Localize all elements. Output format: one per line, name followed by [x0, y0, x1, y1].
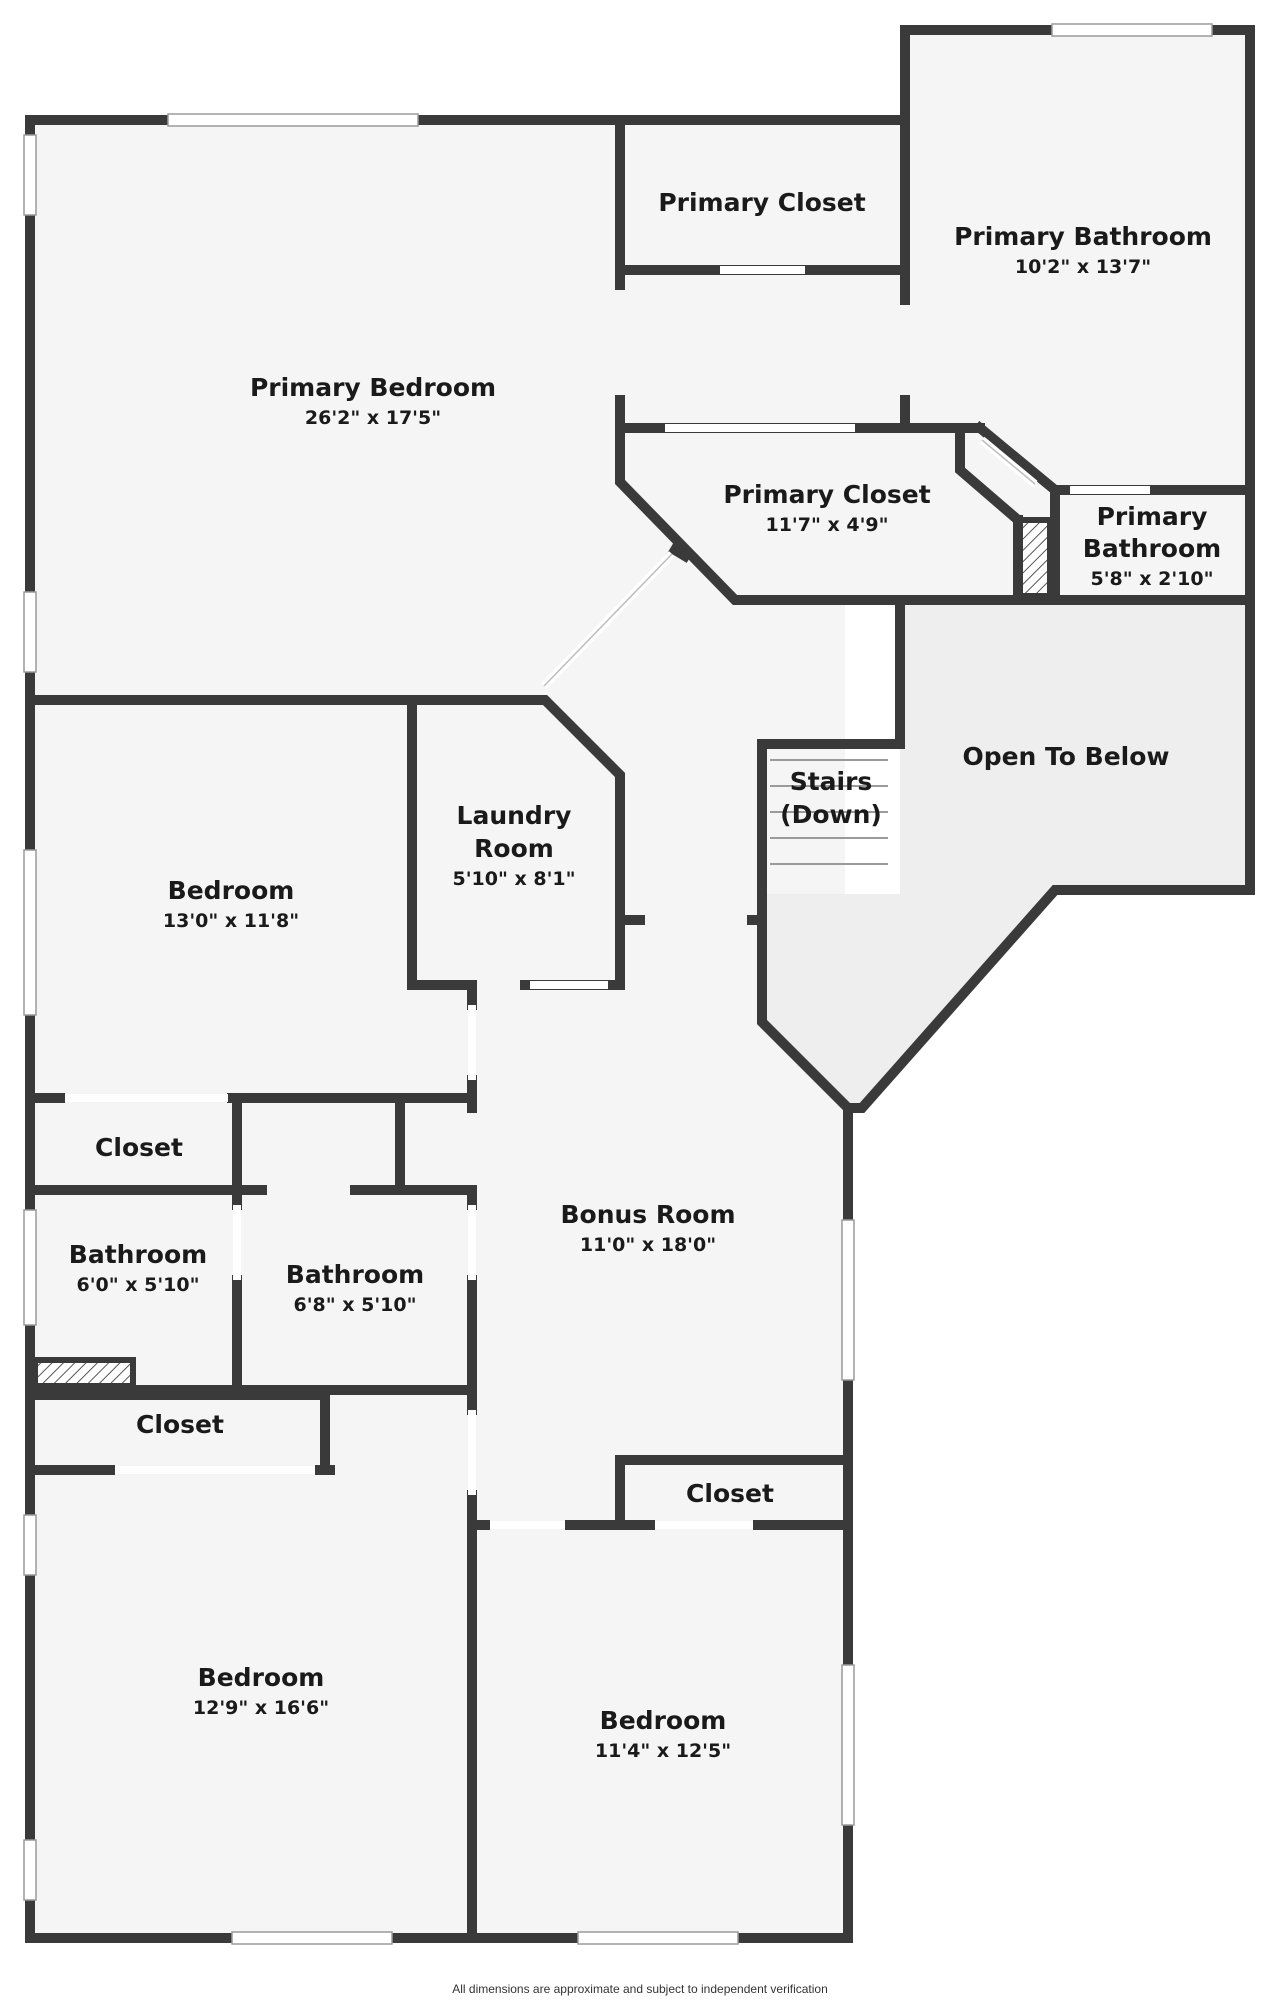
windows: [23, 23, 1213, 1945]
room-bathroom-mid-name: Bathroom: [286, 1260, 424, 1289]
room-bedroom-lower-left-name: Bedroom: [198, 1663, 325, 1692]
room-primary-bathroom-name: Primary Bathroom: [954, 222, 1212, 251]
room-stairs-name-line2: (Down): [780, 800, 882, 829]
disclaimer-note: All dimensions are approximate and subje…: [452, 1982, 828, 1996]
room-primary-bathroom-small-dims: 5'8" x 2'10": [1090, 568, 1213, 590]
walls: [25, 25, 1255, 1943]
room-bedroom-lower-right-dims: 11'4" x 12'5": [595, 1740, 731, 1762]
room-primary-bathroom-small-name-line2: Bathroom: [1083, 534, 1221, 563]
room-bathroom-left-dims: 6'0" x 5'10": [76, 1274, 199, 1296]
room-primary-closet-mid-dims: 11'7" x 4'9": [765, 514, 888, 536]
room-bonus-room-dims: 11'0" x 18'0": [580, 1234, 716, 1256]
room-primary-bedroom-dims: 26'2" x 17'5": [305, 407, 441, 429]
room-laundry-dims: 5'10" x 8'1": [452, 868, 575, 890]
stairs-treads: [770, 759, 888, 865]
room-bedroom-lower-left-dims: 12'9" x 16'6": [193, 1697, 329, 1719]
room-labels: Primary Bedroom 26'2" x 17'5" Primary Cl…: [69, 188, 1221, 1762]
room-primary-closet-top-name: Primary Closet: [658, 188, 865, 217]
room-primary-bathroom-dims: 10'2" x 13'7": [1015, 256, 1151, 278]
room-bedroom-upper-left-dims: 13'0" x 11'8": [163, 910, 299, 932]
room-stairs-name-line1: Stairs: [790, 767, 873, 796]
room-open-to-below-name: Open To Below: [962, 742, 1169, 771]
room-primary-bedroom-name: Primary Bedroom: [250, 373, 496, 402]
room-closet-lower-left-name: Closet: [136, 1410, 224, 1439]
door-opening-edges: [543, 439, 1036, 687]
room-bedroom-lower-right-name: Bedroom: [600, 1706, 727, 1735]
room-bathroom-mid-dims: 6'8" x 5'10": [293, 1294, 416, 1316]
room-primary-bathroom-small-name-line1: Primary: [1097, 502, 1208, 531]
floor-area: [30, 30, 1250, 1938]
room-bathroom-left-name: Bathroom: [69, 1240, 207, 1269]
room-closet-left-name: Closet: [95, 1133, 183, 1162]
room-bedroom-upper-left-name: Bedroom: [168, 876, 295, 905]
room-laundry-name-line2: Room: [474, 834, 554, 863]
chase-lower: [32, 1357, 136, 1389]
room-closet-lower-right-name: Closet: [686, 1479, 774, 1508]
room-laundry-name-line1: Laundry: [457, 801, 572, 830]
room-primary-closet-mid-name: Primary Closet: [723, 480, 930, 509]
main-floor: [30, 30, 1250, 1938]
room-bonus-room-name: Bonus Room: [560, 1200, 735, 1229]
open-to-below-floor: [762, 602, 1250, 1108]
